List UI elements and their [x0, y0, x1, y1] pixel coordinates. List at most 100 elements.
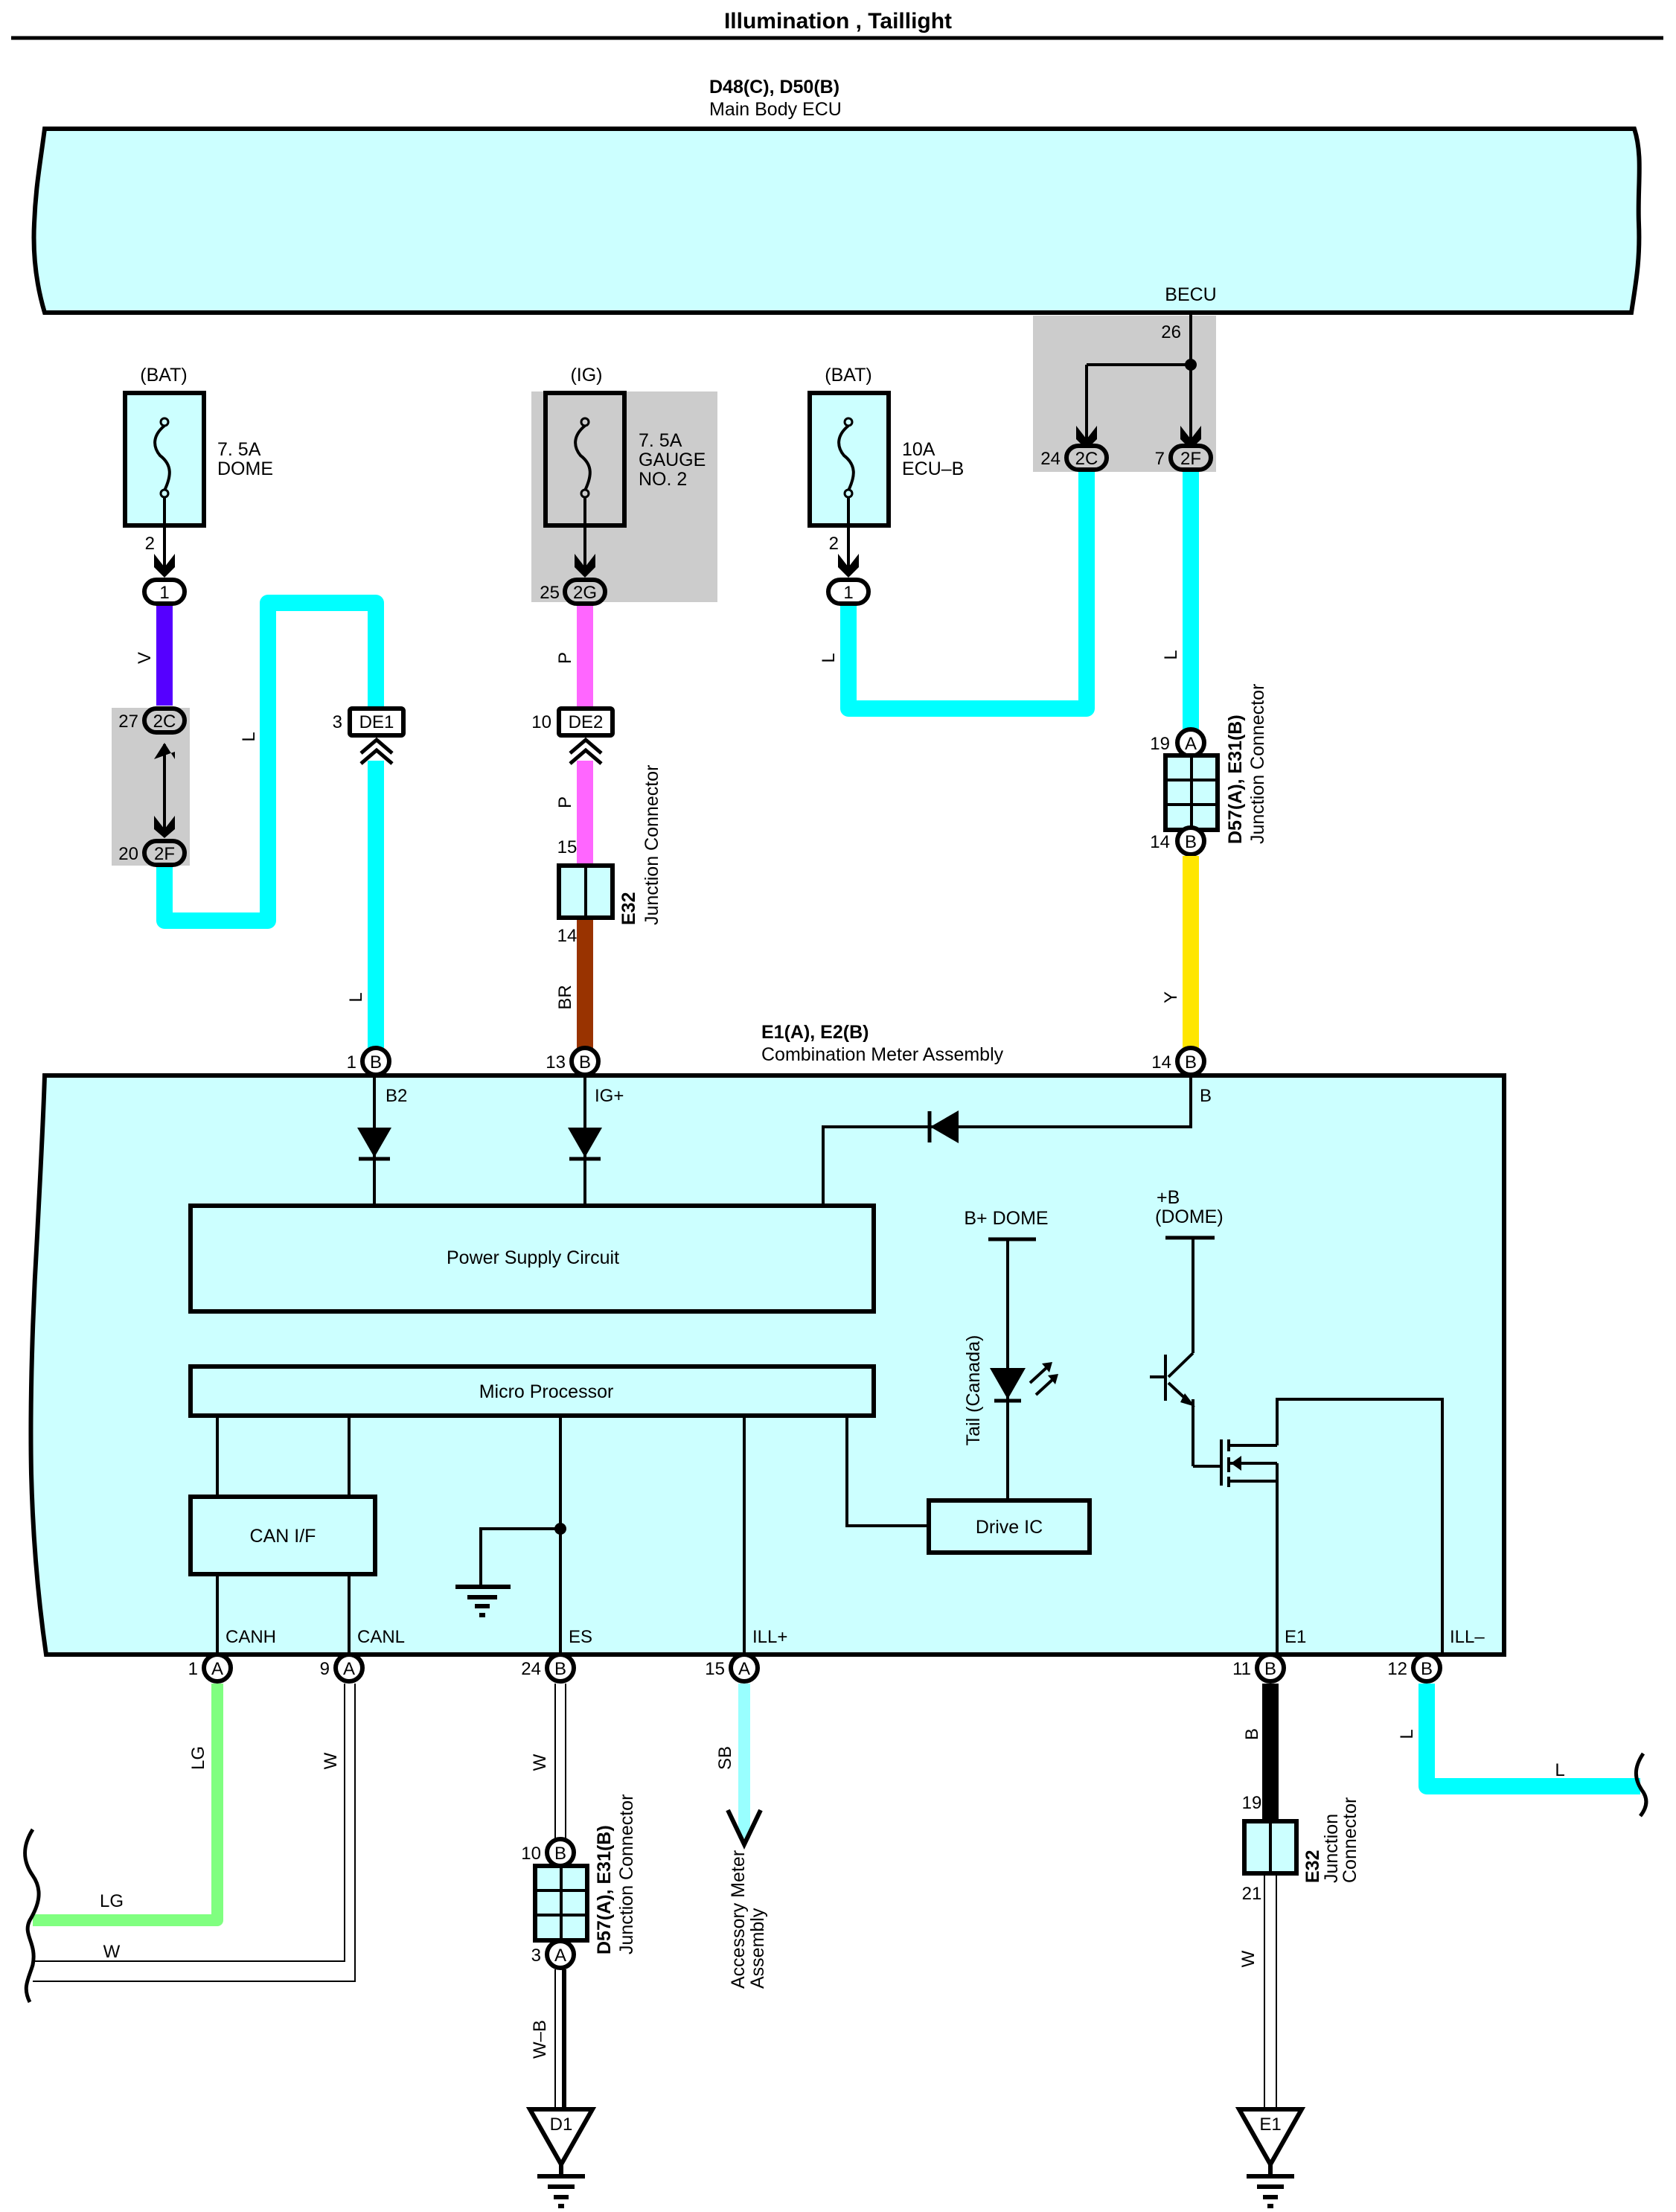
- page-title: Illumination , Taillight: [724, 9, 952, 33]
- junction-connector-e32-upper[interactable]: [557, 863, 615, 920]
- wire-l-ecu-b[interactable]: [840, 472, 1095, 717]
- svg-text:2G: 2G: [573, 583, 597, 603]
- meter-pin-14-b[interactable]: B 14: [1151, 1046, 1206, 1077]
- meter-pin-24-es[interactable]: B 24: [521, 1652, 576, 1684]
- svg-text:(DOME): (DOME): [1155, 1206, 1224, 1227]
- svg-text:B: B: [1264, 1659, 1276, 1679]
- svg-text:A: A: [554, 1946, 566, 1966]
- svg-text:Power Supply Circuit: Power Supply Circuit: [447, 1247, 619, 1268]
- connector-a-3[interactable]: A 3: [531, 1939, 576, 1970]
- svg-text:Connector: Connector: [1340, 1797, 1360, 1883]
- svg-text:19: 19: [1150, 734, 1170, 754]
- connector-2c-becu[interactable]: 2C 24: [1040, 444, 1109, 472]
- fuse-ecu-b[interactable]: (BAT) 10A ECU–B: [807, 365, 964, 528]
- wire-w-b[interactable]: [554, 1969, 566, 2109]
- connector-2c-dome[interactable]: 2C 27: [118, 706, 187, 735]
- svg-text:Junction: Junction: [1321, 1814, 1342, 1883]
- meter-pin-13-ig[interactable]: B 13: [546, 1046, 601, 1077]
- ground-point-d1[interactable]: D1: [525, 2107, 597, 2170]
- main-body-ecu-box[interactable]: [31, 127, 1642, 315]
- wire-l-dome-loop[interactable]: [156, 595, 384, 929]
- led-icon: [990, 1362, 1058, 1403]
- junction-dot: [554, 1523, 566, 1535]
- connector-1-ecu-b[interactable]: 1: [826, 578, 871, 606]
- svg-text:E32: E32: [618, 892, 639, 925]
- svg-text:CANL: CANL: [357, 1627, 405, 1647]
- svg-text:Drive IC: Drive IC: [976, 1517, 1043, 1538]
- connector-2g-gauge[interactable]: 2G 25: [540, 578, 607, 606]
- svg-text:D57(A), E31(B): D57(A), E31(B): [594, 1825, 615, 1954]
- svg-text:19: 19: [1242, 1793, 1262, 1813]
- meter-pin-1-b2[interactable]: B 1: [347, 1046, 391, 1077]
- connector-1-dome[interactable]: 1: [142, 578, 187, 606]
- meter-name: Combination Meter Assembly: [761, 1044, 1004, 1065]
- svg-text:1: 1: [159, 583, 169, 603]
- svg-text:B: B: [1185, 832, 1197, 852]
- svg-text:DOME: DOME: [217, 458, 273, 479]
- svg-text:L: L: [1397, 1729, 1417, 1739]
- wire-w-canl[interactable]: [33, 1684, 356, 1982]
- svg-text:W: W: [103, 1942, 121, 1962]
- connector-a-19[interactable]: A 19: [1150, 727, 1206, 758]
- svg-text:LG: LG: [188, 1746, 208, 1770]
- meter-pin-9-canl[interactable]: A 9: [320, 1652, 365, 1684]
- svg-text:1: 1: [347, 1052, 356, 1073]
- svg-text:GAUGE: GAUGE: [639, 450, 706, 470]
- ground-point-e1[interactable]: E1: [1235, 2107, 1306, 2170]
- wire-break-icon: [23, 1828, 41, 2004]
- mosfet-arrow: [1231, 1456, 1241, 1471]
- connector-b-10[interactable]: B 10: [521, 1837, 576, 1868]
- fuse-dome[interactable]: (BAT) 7. 5A DOME: [123, 365, 273, 528]
- svg-text:W: W: [321, 1752, 341, 1769]
- arrow-icon: [154, 554, 175, 578]
- power-supply-circuit[interactable]: [188, 1204, 876, 1314]
- connector-b-14[interactable]: B 14: [1150, 825, 1206, 857]
- junction-connector-d57-e31-lower[interactable]: [533, 1864, 589, 1943]
- svg-text:CANH: CANH: [226, 1627, 276, 1647]
- meter-connector-codes: E1(A), E2(B): [761, 1022, 869, 1043]
- svg-text:9: 9: [320, 1659, 330, 1679]
- fuse-icon: [574, 417, 592, 499]
- svg-text:E32: E32: [1302, 1850, 1323, 1883]
- svg-text:2C: 2C: [1075, 449, 1098, 469]
- meter-pin-15-ill-plus[interactable]: A 15: [705, 1652, 760, 1684]
- svg-text:24: 24: [1040, 449, 1061, 469]
- connector-2f-becu[interactable]: 2F 7: [1155, 444, 1213, 472]
- svg-text:20: 20: [118, 844, 138, 864]
- svg-text:W–B: W–B: [530, 2020, 550, 2059]
- junction-connector-d57-e31-upper[interactable]: [1163, 753, 1220, 832]
- svg-text:B: B: [1242, 1728, 1262, 1740]
- svg-text:(IG): (IG): [570, 365, 602, 386]
- wire-lg-canh[interactable]: [33, 1684, 223, 1926]
- svg-text:Tail (Canada): Tail (Canada): [963, 1335, 984, 1446]
- svg-text:+B: +B: [1157, 1187, 1180, 1208]
- svg-text:L: L: [239, 732, 259, 741]
- connector-de2[interactable]: DE2 10: [531, 706, 615, 738]
- diode-icon: [927, 1110, 959, 1143]
- svg-text:Junction Connector: Junction Connector: [1247, 684, 1268, 844]
- svg-text:2C: 2C: [153, 712, 176, 732]
- svg-text:21: 21: [1242, 1884, 1262, 1904]
- meter-pin-11-e1[interactable]: B 11: [1232, 1652, 1286, 1684]
- svg-text:L: L: [1555, 1760, 1564, 1780]
- meter-pin-12-ill-minus[interactable]: B 12: [1387, 1652, 1442, 1684]
- wire-l-ill-minus[interactable]: [1418, 1684, 1640, 1794]
- wire-w-e1[interactable]: [1264, 1876, 1277, 2109]
- arrow-icon: [838, 554, 859, 578]
- micro-processor[interactable]: [188, 1364, 876, 1418]
- svg-text:B: B: [1185, 1052, 1197, 1073]
- can-interface[interactable]: [188, 1495, 377, 1576]
- chevron-up-icon: [569, 737, 603, 765]
- junction-connector-e32-lower[interactable]: [1242, 1819, 1299, 1876]
- connector-2f-dome[interactable]: 2F 20: [118, 839, 187, 867]
- svg-text:A: A: [1185, 734, 1197, 754]
- svg-text:Y: Y: [1161, 991, 1181, 1003]
- meter-pin-1-canh[interactable]: A 1: [188, 1652, 233, 1684]
- svg-text:14: 14: [557, 926, 578, 946]
- svg-text:24: 24: [521, 1659, 541, 1679]
- becu-pin: 26: [1161, 322, 1181, 342]
- connector-de1[interactable]: DE1 3: [333, 706, 406, 738]
- svg-text:A: A: [343, 1659, 355, 1679]
- svg-text:ILL+: ILL+: [752, 1627, 787, 1647]
- svg-text:E1: E1: [1285, 1627, 1306, 1647]
